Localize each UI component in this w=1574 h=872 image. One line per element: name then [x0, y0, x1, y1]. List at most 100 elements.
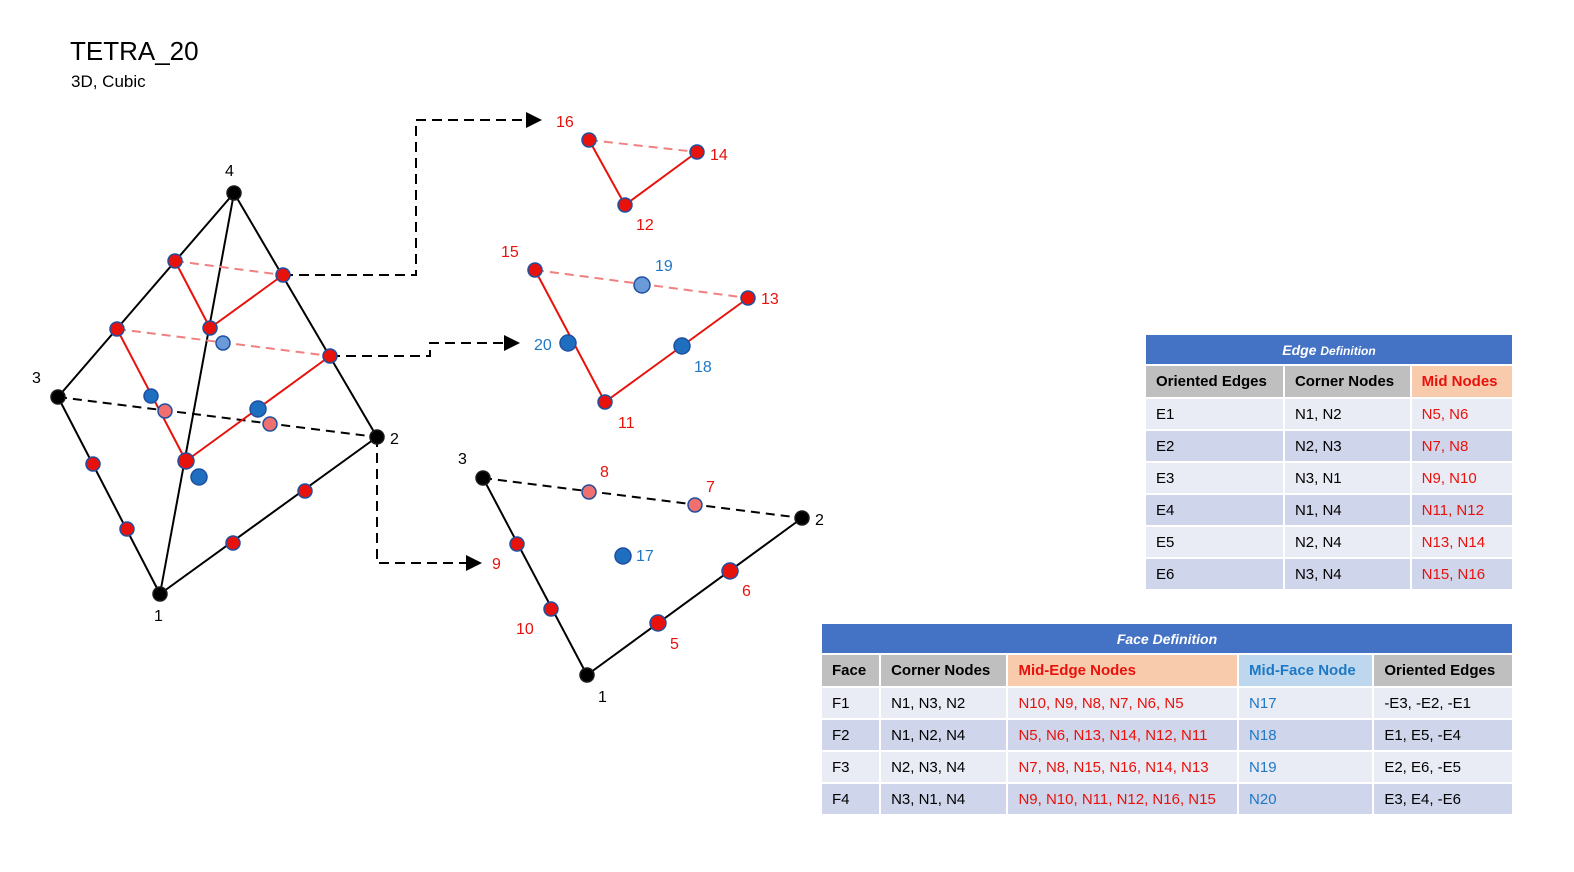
table-cell: N9, N10 — [1409, 461, 1515, 495]
node-label: 3 — [32, 370, 41, 387]
node-label: 12 — [636, 217, 654, 234]
node-label: 10 — [516, 621, 534, 638]
node-marker — [617, 197, 633, 213]
node-marker — [649, 614, 667, 632]
face-definition-table: Face Definition Face Corner Nodes Mid-Ed… — [819, 622, 1514, 816]
node-label: 4 — [225, 163, 234, 180]
table-cell: E3 — [1144, 461, 1285, 495]
table-row: F4 N3, N1, N4 N9, N10, N11, N12, N16, N1… — [819, 782, 1514, 816]
table-row: E6 N3, N4 N15, N16 — [1144, 557, 1515, 591]
edge-definition-table: Edge Definition Oriented Edges Corner No… — [1144, 333, 1515, 591]
node-label: 8 — [600, 464, 609, 481]
node-marker — [687, 497, 703, 513]
node-marker — [721, 562, 739, 580]
node-marker — [202, 320, 218, 336]
node-marker — [581, 484, 597, 500]
node-label: 20 — [534, 337, 552, 354]
table-row: E3 N3, N1 N9, N10 — [1144, 461, 1515, 495]
table-cell: N5, N6, N13, N14, N12, N11 — [1006, 718, 1240, 752]
node-marker — [157, 403, 173, 419]
table-cell: F4 — [819, 782, 882, 816]
node-marker — [579, 667, 595, 683]
table-cell: N20 — [1237, 782, 1375, 816]
table-cell: E2, E6, -E5 — [1372, 750, 1514, 784]
table-cell: N1, N4 — [1282, 493, 1412, 527]
table-cell: N2, N4 — [1282, 525, 1412, 559]
column-header: Corner Nodes — [879, 653, 1009, 688]
node-label: 18 — [694, 359, 712, 376]
node-marker — [527, 262, 543, 278]
node-label: 16 — [556, 114, 574, 131]
base-nodes — [475, 470, 810, 683]
table-row: E1 N1, N2 N5, N6 — [1144, 397, 1515, 431]
mid-slice-nodes — [527, 262, 756, 410]
connector-arrows — [283, 112, 542, 571]
table-cell: N7, N8 — [1409, 429, 1515, 463]
table-cell: E2 — [1144, 429, 1285, 463]
table-cell: E4 — [1144, 493, 1285, 527]
node-marker — [673, 337, 691, 355]
table-row: E4 N1, N4 N11, N12 — [1144, 493, 1515, 527]
table-cell: N3, N1, N4 — [879, 782, 1009, 816]
column-header: Mid-Face Node — [1237, 653, 1375, 688]
base-lines — [482, 477, 803, 676]
table-cell: N15, N16 — [1409, 557, 1515, 591]
table-cell: N13, N14 — [1409, 525, 1515, 559]
node-marker — [581, 132, 597, 148]
node-marker — [50, 389, 66, 405]
node-marker — [226, 185, 242, 201]
table-cell: N9, N10, N11, N12, N16, N15 — [1006, 782, 1240, 816]
node-marker — [262, 416, 278, 432]
table-cell: N18 — [1237, 718, 1375, 752]
node-label: 2 — [390, 431, 399, 448]
node-marker — [509, 536, 525, 552]
table-cell: N2, N3 — [1282, 429, 1412, 463]
table-cell: E1 — [1144, 397, 1285, 431]
mid-slice-labels: 15 19 13 20 18 11 — [501, 244, 779, 432]
table-row: F2 N1, N2, N4 N5, N6, N13, N14, N12, N11… — [819, 718, 1514, 752]
column-header: Mid Nodes — [1409, 364, 1515, 399]
table-cell: N5, N6 — [1409, 397, 1515, 431]
node-marker — [369, 429, 385, 445]
node-label: 7 — [706, 479, 715, 496]
node-label: 9 — [492, 556, 501, 573]
node-marker — [225, 535, 241, 551]
node-marker — [597, 394, 613, 410]
node-label: 5 — [670, 636, 679, 653]
base-labels: 3 8 7 2 9 17 6 10 5 1 — [458, 451, 824, 706]
edge-table-title-small: Definition — [1320, 343, 1376, 358]
table-cell: N17 — [1237, 686, 1375, 720]
node-marker — [297, 483, 313, 499]
node-marker — [167, 253, 183, 269]
node-label: 14 — [710, 147, 728, 164]
table-cell: E6 — [1144, 557, 1285, 591]
node-label: 1 — [154, 608, 163, 625]
edge-table-title: Edge Definition — [1144, 333, 1514, 366]
node-label: 3 — [458, 451, 467, 468]
node-marker — [143, 388, 159, 404]
node-label: 1 — [598, 689, 607, 706]
node-marker — [177, 452, 195, 470]
tetra-edges — [57, 192, 378, 595]
node-marker — [614, 547, 632, 565]
table-cell: N1, N2, N4 — [879, 718, 1009, 752]
node-label: 19 — [655, 258, 673, 275]
table-cell: E3, E4, -E6 — [1372, 782, 1514, 816]
node-marker — [322, 348, 338, 364]
table-cell: N1, N3, N2 — [879, 686, 1009, 720]
node-marker — [152, 586, 168, 602]
table-cell: N1, N2 — [1282, 397, 1412, 431]
node-marker — [109, 321, 125, 337]
node-marker — [249, 400, 267, 418]
node-marker — [543, 601, 559, 617]
table-cell: -E3, -E2, -E1 — [1372, 686, 1514, 720]
node-marker — [275, 267, 291, 283]
column-header: Corner Nodes — [1282, 364, 1412, 399]
top-slice-labels: 16 14 12 — [556, 114, 728, 234]
node-label: 2 — [815, 512, 824, 529]
node-marker — [633, 276, 651, 294]
table-row: F1 N1, N3, N2 N10, N9, N8, N7, N6, N5 N1… — [819, 686, 1514, 720]
table-cell: N7, N8, N15, N16, N14, N13 — [1006, 750, 1240, 784]
node-marker — [689, 144, 705, 160]
node-marker — [794, 510, 810, 526]
